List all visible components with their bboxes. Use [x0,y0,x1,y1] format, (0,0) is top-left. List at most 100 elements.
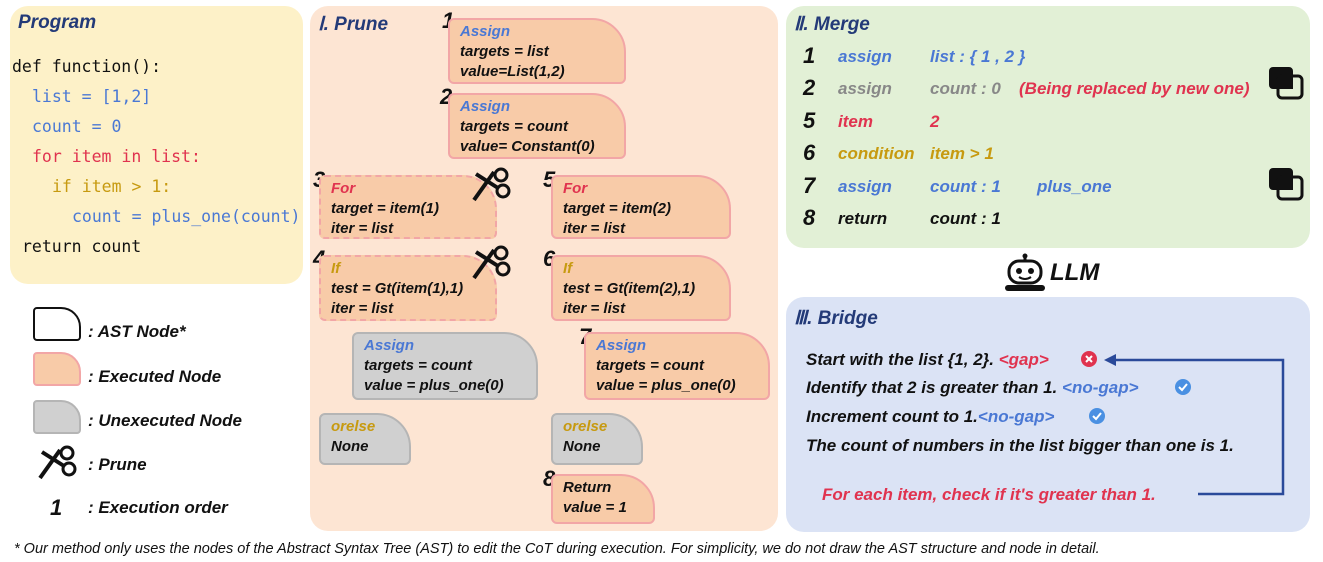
scissors-icon [38,445,77,480]
robot-icon [1005,253,1045,291]
node-return: Return value = 1 [551,474,655,524]
merge-row-op: item [838,112,873,131]
node-orelse-left: orelse None [319,413,411,465]
merge-row-value: list : { 1 , 2 } [930,47,1026,66]
merge-row-extra: plus_one [1037,177,1112,196]
program-panel [10,6,303,284]
merge-row-num: 1 [803,43,816,68]
node-keyword: orelse [563,418,608,435]
legend-ast-node-label: : AST Node* [88,322,186,341]
node-keyword: Assign [460,98,511,115]
node-field: value=List(1,2) [460,63,565,80]
bridge-inserted-step: For each item, check if it's greater tha… [822,485,1156,504]
merge-row-num: 6 [803,140,816,165]
no-gap-tag: <no-gap> [1062,378,1139,397]
legend-order-number: 1 [50,495,63,520]
merge-row-op: assign [838,177,892,196]
node-field: value= Constant(0) [460,138,595,155]
bridge-line-3: Increment count to 1.<no-gap> [806,407,1054,427]
legend-unexecuted-label: : Unexecuted Node [88,411,242,430]
node-for-item-1: For target = item(1) iter = list [319,175,497,239]
legend-executed-label: : Executed Node [88,367,222,386]
merge-panel [786,6,1310,248]
node-if-item-1: If test = Gt(item(1),1) iter = list [319,255,497,321]
node-keyword: Assign [596,337,647,354]
legend-unexecuted-shape [33,400,81,434]
code-line-for: for item in list: [32,147,201,166]
node-keyword: If [331,260,341,277]
bridge-step-text: Increment count to 1. [806,407,978,426]
legend-executed-shape [33,352,81,386]
merge-row-value: item > 1 [930,144,994,163]
bridge-title: Ⅲ. Bridge [794,308,878,329]
node-field: iter = list [563,220,626,237]
node-field: targets = count [596,357,704,374]
node-assign-list: Assign targets = list value=List(1,2) [448,18,626,84]
merge-row-op: assign [838,79,892,98]
error-icon [1081,351,1097,367]
footnote: * Our method only uses the nodes of the … [14,541,1100,557]
merge-row-value: count : 0 [930,79,1001,98]
code-line-plus-one: count = plus_one(count) [72,207,301,226]
merge-row-value: count : 1 [930,177,1001,196]
insert-arrow [1104,354,1285,496]
program-title: Program [18,12,97,33]
node-keyword: If [563,260,573,277]
merge-row-num: 7 [803,173,816,198]
node-assign-count: Assign targets = count value= Constant(0… [448,93,626,159]
code-line-return: return count [22,237,142,256]
bridge-line-2: Identify that 2 is greater than 1. <no-g… [806,378,1139,398]
legend-ast-node-shape [33,307,81,341]
node-field: targets = count [364,357,472,374]
node-for-item-2: For target = item(2) iter = list [551,175,731,239]
no-gap-tag: <no-gap> [977,407,1055,426]
merge-row-num: 5 [803,108,816,133]
node-keyword: Assign [460,23,511,40]
merge-row-num: 2 [803,75,816,100]
scissors-icon [472,167,511,202]
node-field: value = plus_one(0) [364,377,504,394]
llm-label: LLM [1050,259,1100,286]
bridge-step-text: Start with the list {1, 2}. [806,350,994,369]
bridge-line-1: Start with the list {1, 2}. <gap> [806,350,1049,370]
merge-title: Ⅱ. Merge [794,14,870,35]
merge-icon [1269,67,1304,100]
node-field: targets = list [460,43,549,60]
prune-title: Ⅰ. Prune [318,14,389,35]
node-orelse-right: orelse None [551,413,643,465]
gap-tag: <gap> [998,350,1049,369]
node-field: target = item(1) [331,200,439,217]
legend-prune-label: : Prune [88,455,147,474]
node-keyword: Return [563,479,612,496]
node-if-item-2: If test = Gt(item(2),1) iter = list [551,255,731,321]
merge-row-op: condition [838,144,915,163]
bridge-step-text: Identify that 2 is greater than 1. [806,378,1058,397]
node-keyword: orelse [331,418,376,435]
merge-row-value: count : 1 [930,209,1001,228]
merge-icon [1269,168,1304,201]
code-line-list: list = [1,2] [32,87,152,106]
code-line-if: if item > 1: [52,177,172,196]
node-field: iter = list [331,220,394,237]
node-field: None [331,438,369,455]
merge-row-op: return [838,209,888,228]
node-field: None [563,438,601,455]
node-field: value = plus_one(0) [596,377,736,394]
node-field: iter = list [331,300,394,317]
merge-row-value: 2 [930,112,940,131]
node-assign-unexecuted: Assign targets = count value = plus_one(… [352,332,538,400]
node-keyword: For [563,180,588,197]
merge-row-num: 8 [803,205,816,230]
check-icon [1175,379,1191,395]
bridge-line-4: The count of numbers in the list bigger … [806,436,1234,455]
node-field: targets = count [460,118,568,135]
code-line-def: def function(): [12,57,162,76]
node-field: test = Gt(item(1),1) [331,280,464,297]
merge-row-op: assign [838,47,892,66]
node-keyword: Assign [364,337,415,354]
scissors-icon [472,245,511,280]
check-icon [1089,408,1105,424]
node-field: value = 1 [563,499,627,516]
node-field: target = item(2) [563,200,671,217]
legend-order-label: : Execution order [88,498,228,517]
